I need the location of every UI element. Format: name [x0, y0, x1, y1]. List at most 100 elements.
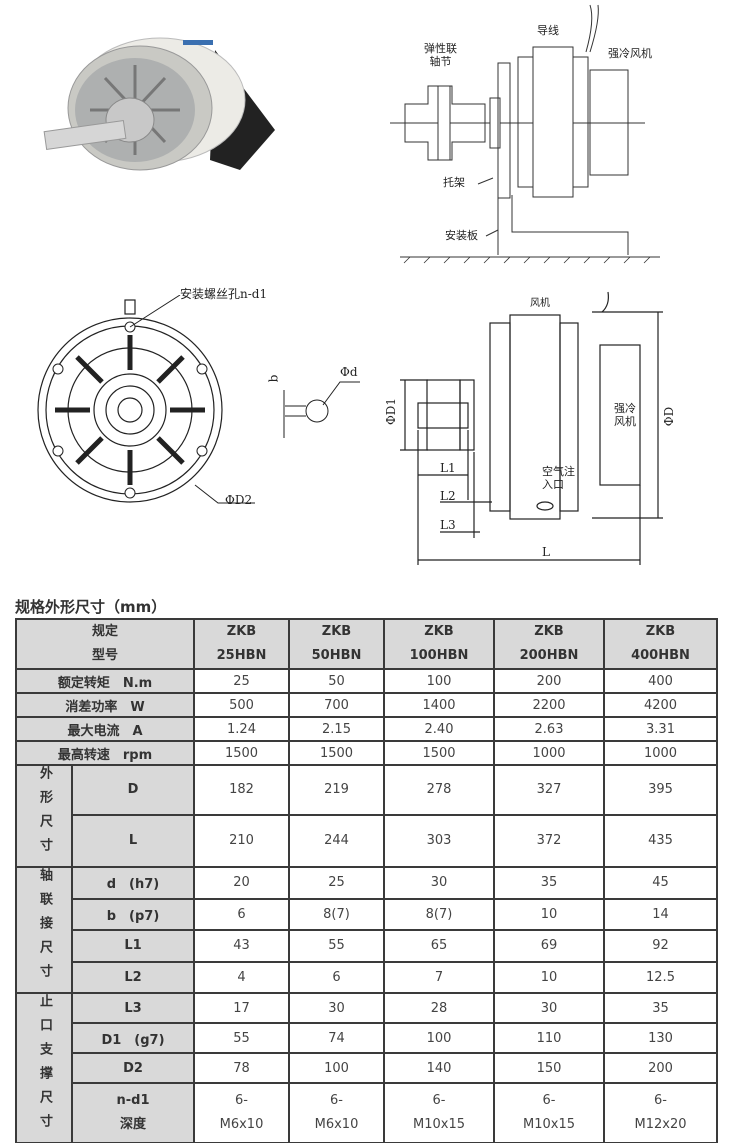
row-label: D: [71, 764, 195, 816]
label-forced-fan-side-line: 风机: [614, 415, 636, 428]
cell-line: 100HBN: [409, 648, 469, 663]
value-cell: 372: [493, 813, 605, 869]
value-cell: 28: [383, 992, 495, 1024]
cell-line: 400HBN: [631, 648, 690, 663]
value-cell: 100: [383, 1022, 495, 1054]
cell-line: M6x10: [219, 1117, 264, 1132]
side-view-drawing: [400, 291, 663, 565]
cell-line: 6-: [235, 1093, 248, 1108]
value-cell: 8(7): [288, 897, 385, 931]
cell-line: M12x20: [634, 1117, 687, 1132]
value-cell: 500: [193, 692, 290, 718]
spec-table-title: 规格外形尺寸（mm）: [15, 598, 167, 616]
label-forced-fan-side-line: 强冷: [614, 402, 636, 415]
row-label: b (p7): [71, 897, 195, 931]
row-label: 消差功率 W: [15, 692, 195, 718]
label-d2: ΦD2: [225, 493, 253, 507]
cell-line: 200HBN: [519, 648, 579, 663]
label-mount-plate: 安装板: [445, 229, 478, 242]
value-cell: 30: [493, 992, 605, 1024]
value-cell: 4: [193, 960, 290, 994]
group-label: 外形尺寸: [37, 766, 52, 862]
label-phi-D: ΦD: [662, 406, 677, 427]
row-label: L2: [71, 960, 195, 994]
value-cell: 14: [603, 897, 718, 931]
row-label: L1: [71, 929, 195, 963]
cell-line: ZKB: [321, 624, 352, 639]
label-L1: L1: [440, 461, 456, 475]
value-cell: 2.40: [383, 716, 495, 742]
cell-line: n-d1: [116, 1093, 150, 1108]
value-cell: 1.24: [193, 716, 290, 742]
value-cell: 17: [193, 992, 290, 1024]
value-cell: 8(7): [383, 897, 495, 931]
cell-line: ZKB: [424, 624, 454, 639]
value-cell: 1500: [193, 740, 290, 766]
value-cell: 278: [383, 764, 495, 816]
value-cell: 1500: [383, 740, 495, 766]
value-cell: 20: [193, 866, 290, 900]
row-label: d (h7): [71, 866, 195, 900]
label-air-inlet-line: 入口: [542, 478, 564, 491]
value-cell: 6-M6x10: [288, 1082, 385, 1143]
cell-line: M10x15: [413, 1117, 465, 1132]
label-mount-holes: 安装螺丝孔n-d1: [180, 287, 268, 301]
label-wire: 导线: [537, 24, 559, 37]
label-bracket: 托架: [443, 176, 465, 189]
value-cell: 10: [493, 897, 605, 931]
value-cell: 1000: [493, 740, 605, 766]
value-cell: 435: [603, 813, 718, 869]
value-cell: 45: [603, 866, 718, 900]
value-cell: 182: [193, 764, 290, 816]
label-coupling: 弹性联轴节: [424, 42, 457, 68]
value-cell: 92: [603, 929, 718, 963]
row-label: L3: [71, 992, 195, 1024]
cell-line: 深度: [119, 1117, 146, 1132]
value-cell: 65: [383, 929, 495, 963]
value-cell: 303: [383, 813, 495, 869]
group-label-cell: 外形尺寸: [15, 764, 73, 868]
row-label: D1 (g7): [71, 1022, 195, 1054]
value-cell: 78: [193, 1052, 290, 1084]
value-cell: 6: [288, 960, 385, 994]
label-L2: L2: [440, 489, 456, 503]
value-cell: 2.15: [288, 716, 385, 742]
cell-line: 6-: [330, 1093, 343, 1108]
label-L3: L3: [440, 518, 456, 532]
label-forced-fan-side: 强冷风机: [614, 402, 636, 428]
value-cell: 12.5: [603, 960, 718, 994]
value-cell: 6- M6x10: [193, 1082, 290, 1143]
value-cell: 55: [193, 1022, 290, 1054]
cell-line: 规定: [91, 624, 118, 639]
value-cell: 200: [493, 668, 605, 694]
group-label-cell: 止口支撑尺寸: [15, 992, 73, 1143]
product-photo: [43, 37, 275, 171]
value-cell: 140: [383, 1052, 495, 1084]
installation-diagram: [390, 4, 660, 264]
cell-line: M10x15: [523, 1117, 575, 1132]
value-cell: 35: [603, 992, 718, 1024]
label-air-inlet: 空气注入口: [542, 465, 575, 491]
value-cell: 7: [383, 960, 495, 994]
value-cell: 6-M12x20: [603, 1082, 718, 1143]
value-cell: 1000: [603, 740, 718, 766]
value-cell: 6-M10x15: [383, 1082, 495, 1143]
group-label: 轴联接尺寸: [37, 868, 52, 988]
value-cell: 210: [193, 813, 290, 869]
value-cell: 30: [288, 992, 385, 1024]
